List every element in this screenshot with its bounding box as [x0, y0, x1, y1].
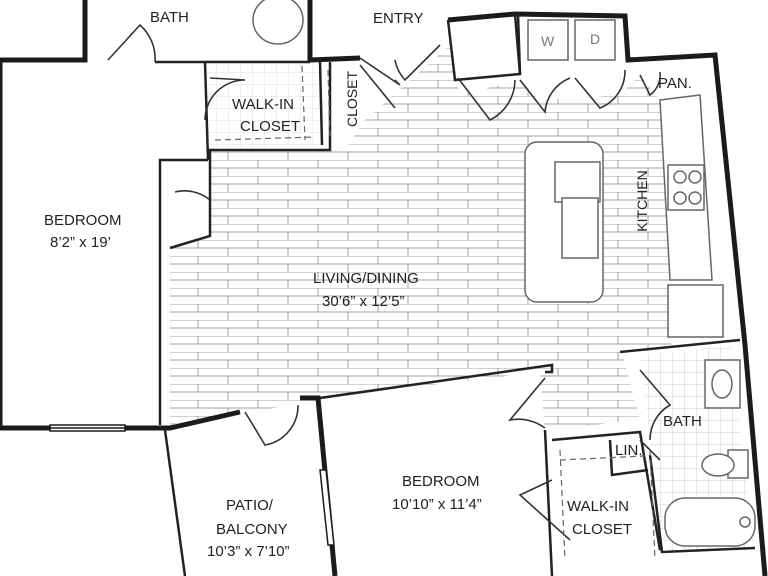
refrigerator — [667, 284, 724, 338]
closet-shelves — [214, 65, 656, 561]
bath-top-label: BATH — [150, 9, 189, 26]
walkin-closet-1-label-line2: CLOSET — [240, 118, 301, 135]
linen-label: LIN. — [615, 442, 643, 459]
walkin-closet-2-label-line1: WALK-IN — [567, 498, 629, 515]
bath-top-tub — [252, 0, 304, 45]
washer-label: W — [541, 33, 555, 49]
living-dining-size: 30’6” x 12’5” — [322, 293, 405, 310]
kitchen-label: KITCHEN — [634, 170, 650, 232]
interior-walls — [155, 13, 756, 576]
walkin-closet-1-label-line1: WALK-IN — [232, 96, 294, 113]
dryer-label: D — [590, 31, 601, 47]
bath-right-label: BATH — [663, 413, 702, 430]
patio-size: 10’3” x 7’10” — [207, 543, 290, 560]
patio-label-line1: PATIO/ — [226, 497, 273, 514]
bedroom-2-size: 10’10” x 11’4” — [392, 496, 482, 513]
windows — [49, 424, 335, 546]
bedroom-2-label: BEDROOM — [402, 473, 480, 490]
bedroom-1-size: 8’2” x 19’ — [50, 234, 111, 251]
toilet-bowl — [701, 453, 735, 477]
kitchen-sink-basin — [561, 197, 599, 259]
living-dining-label: LIVING/DINING — [313, 270, 419, 287]
walkin-closet-1-floor — [205, 60, 322, 150]
bedroom-1-label: BEDROOM — [44, 212, 122, 229]
walkin-closet-2-label-line2: CLOSET — [572, 521, 633, 538]
closet-label: CLOSET — [344, 71, 360, 128]
entry-label: ENTRY — [373, 10, 424, 27]
pantry-label: PAN. — [658, 75, 692, 92]
dryer — [574, 19, 616, 61]
kitchen-fixtures — [252, 0, 756, 547]
door-swings — [107, 23, 672, 541]
patio-label-line2: BALCONY — [216, 521, 288, 538]
kitchen-sink — [554, 161, 601, 203]
washer — [527, 19, 569, 61]
bathtub — [664, 497, 756, 547]
